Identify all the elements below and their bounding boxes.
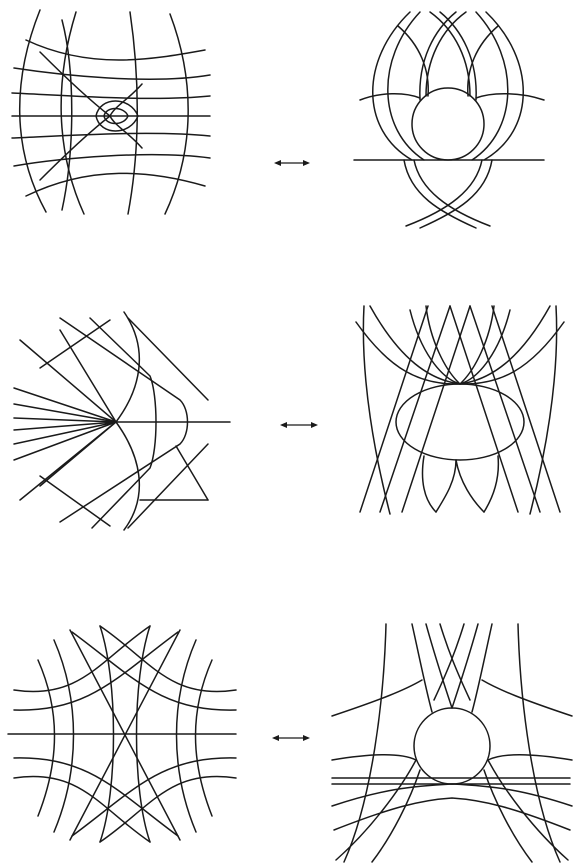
- row1-left-diagram: [12, 10, 210, 214]
- family-curve: [430, 12, 470, 96]
- arrow-head-left: [280, 422, 287, 428]
- central-ellipse: [396, 384, 524, 460]
- row1-right-diagram: [354, 12, 544, 228]
- family-curve: [360, 306, 428, 512]
- arrow-head-left: [274, 160, 281, 166]
- family-curve: [356, 322, 564, 384]
- hyperbola-branch: [38, 660, 55, 816]
- field-curve: [12, 133, 210, 138]
- row2-double-arrow: [280, 422, 318, 428]
- field-curve: [40, 320, 110, 368]
- field-curve: [20, 10, 46, 212]
- lower-lobe: [436, 460, 456, 512]
- lower-lobe: [423, 456, 437, 512]
- family-curve: [410, 310, 460, 384]
- hyperbola-branch: [14, 626, 150, 692]
- field-curve: [26, 40, 205, 60]
- hyperbola-branch: [177, 640, 197, 832]
- field-curve: [116, 312, 139, 422]
- radial-line: [14, 388, 116, 422]
- hyperbola-branch: [14, 776, 150, 842]
- hyperbola-branch: [54, 640, 74, 832]
- arrow-head-right: [303, 160, 310, 166]
- arrow-head-left: [272, 735, 279, 741]
- field-curve: [14, 155, 210, 166]
- field-curve: [165, 14, 188, 214]
- central-circle: [414, 708, 490, 784]
- family-curve: [434, 624, 464, 700]
- field-curve: [61, 12, 84, 214]
- hyperbola-branch: [100, 776, 236, 842]
- hyperbola-branch: [100, 626, 236, 692]
- hyperbola-branch: [14, 758, 178, 836]
- hyperbola-branch: [14, 632, 178, 710]
- family-curve: [370, 306, 550, 384]
- row1-double-arrow: [274, 160, 310, 166]
- lower-lobe: [484, 456, 498, 512]
- family-curve: [460, 306, 494, 384]
- central-circle: [412, 88, 484, 160]
- row2-left-diagram: [14, 312, 230, 530]
- family-curve: [440, 624, 470, 700]
- field-curve: [26, 173, 205, 196]
- field-curve: [14, 68, 210, 79]
- family-curve: [450, 306, 518, 512]
- row3-right-diagram: [332, 624, 572, 862]
- family-curve: [426, 306, 460, 384]
- field-curve: [40, 476, 110, 526]
- field-curve: [20, 330, 116, 500]
- hyperbola-branch: [72, 758, 236, 836]
- row3-left-diagram: [8, 626, 236, 842]
- hyperbola-branch: [72, 632, 236, 710]
- field-curve: [116, 422, 139, 530]
- family-curve: [460, 310, 510, 384]
- family-curve: [426, 12, 466, 96]
- arrow-head-right: [303, 735, 310, 741]
- hyperbola-branch: [196, 660, 213, 816]
- field-curve: [12, 93, 210, 98]
- row2-right-diagram: [356, 306, 564, 514]
- family-curve: [482, 680, 572, 716]
- family-curve: [344, 624, 386, 862]
- lower-lobe: [456, 460, 484, 512]
- family-curve: [476, 94, 544, 100]
- family-curve: [518, 624, 560, 862]
- family-curve: [332, 680, 422, 716]
- arrow-head-right: [311, 422, 318, 428]
- family-curve: [360, 94, 420, 100]
- row3-double-arrow: [272, 735, 310, 741]
- family-curve: [492, 306, 560, 512]
